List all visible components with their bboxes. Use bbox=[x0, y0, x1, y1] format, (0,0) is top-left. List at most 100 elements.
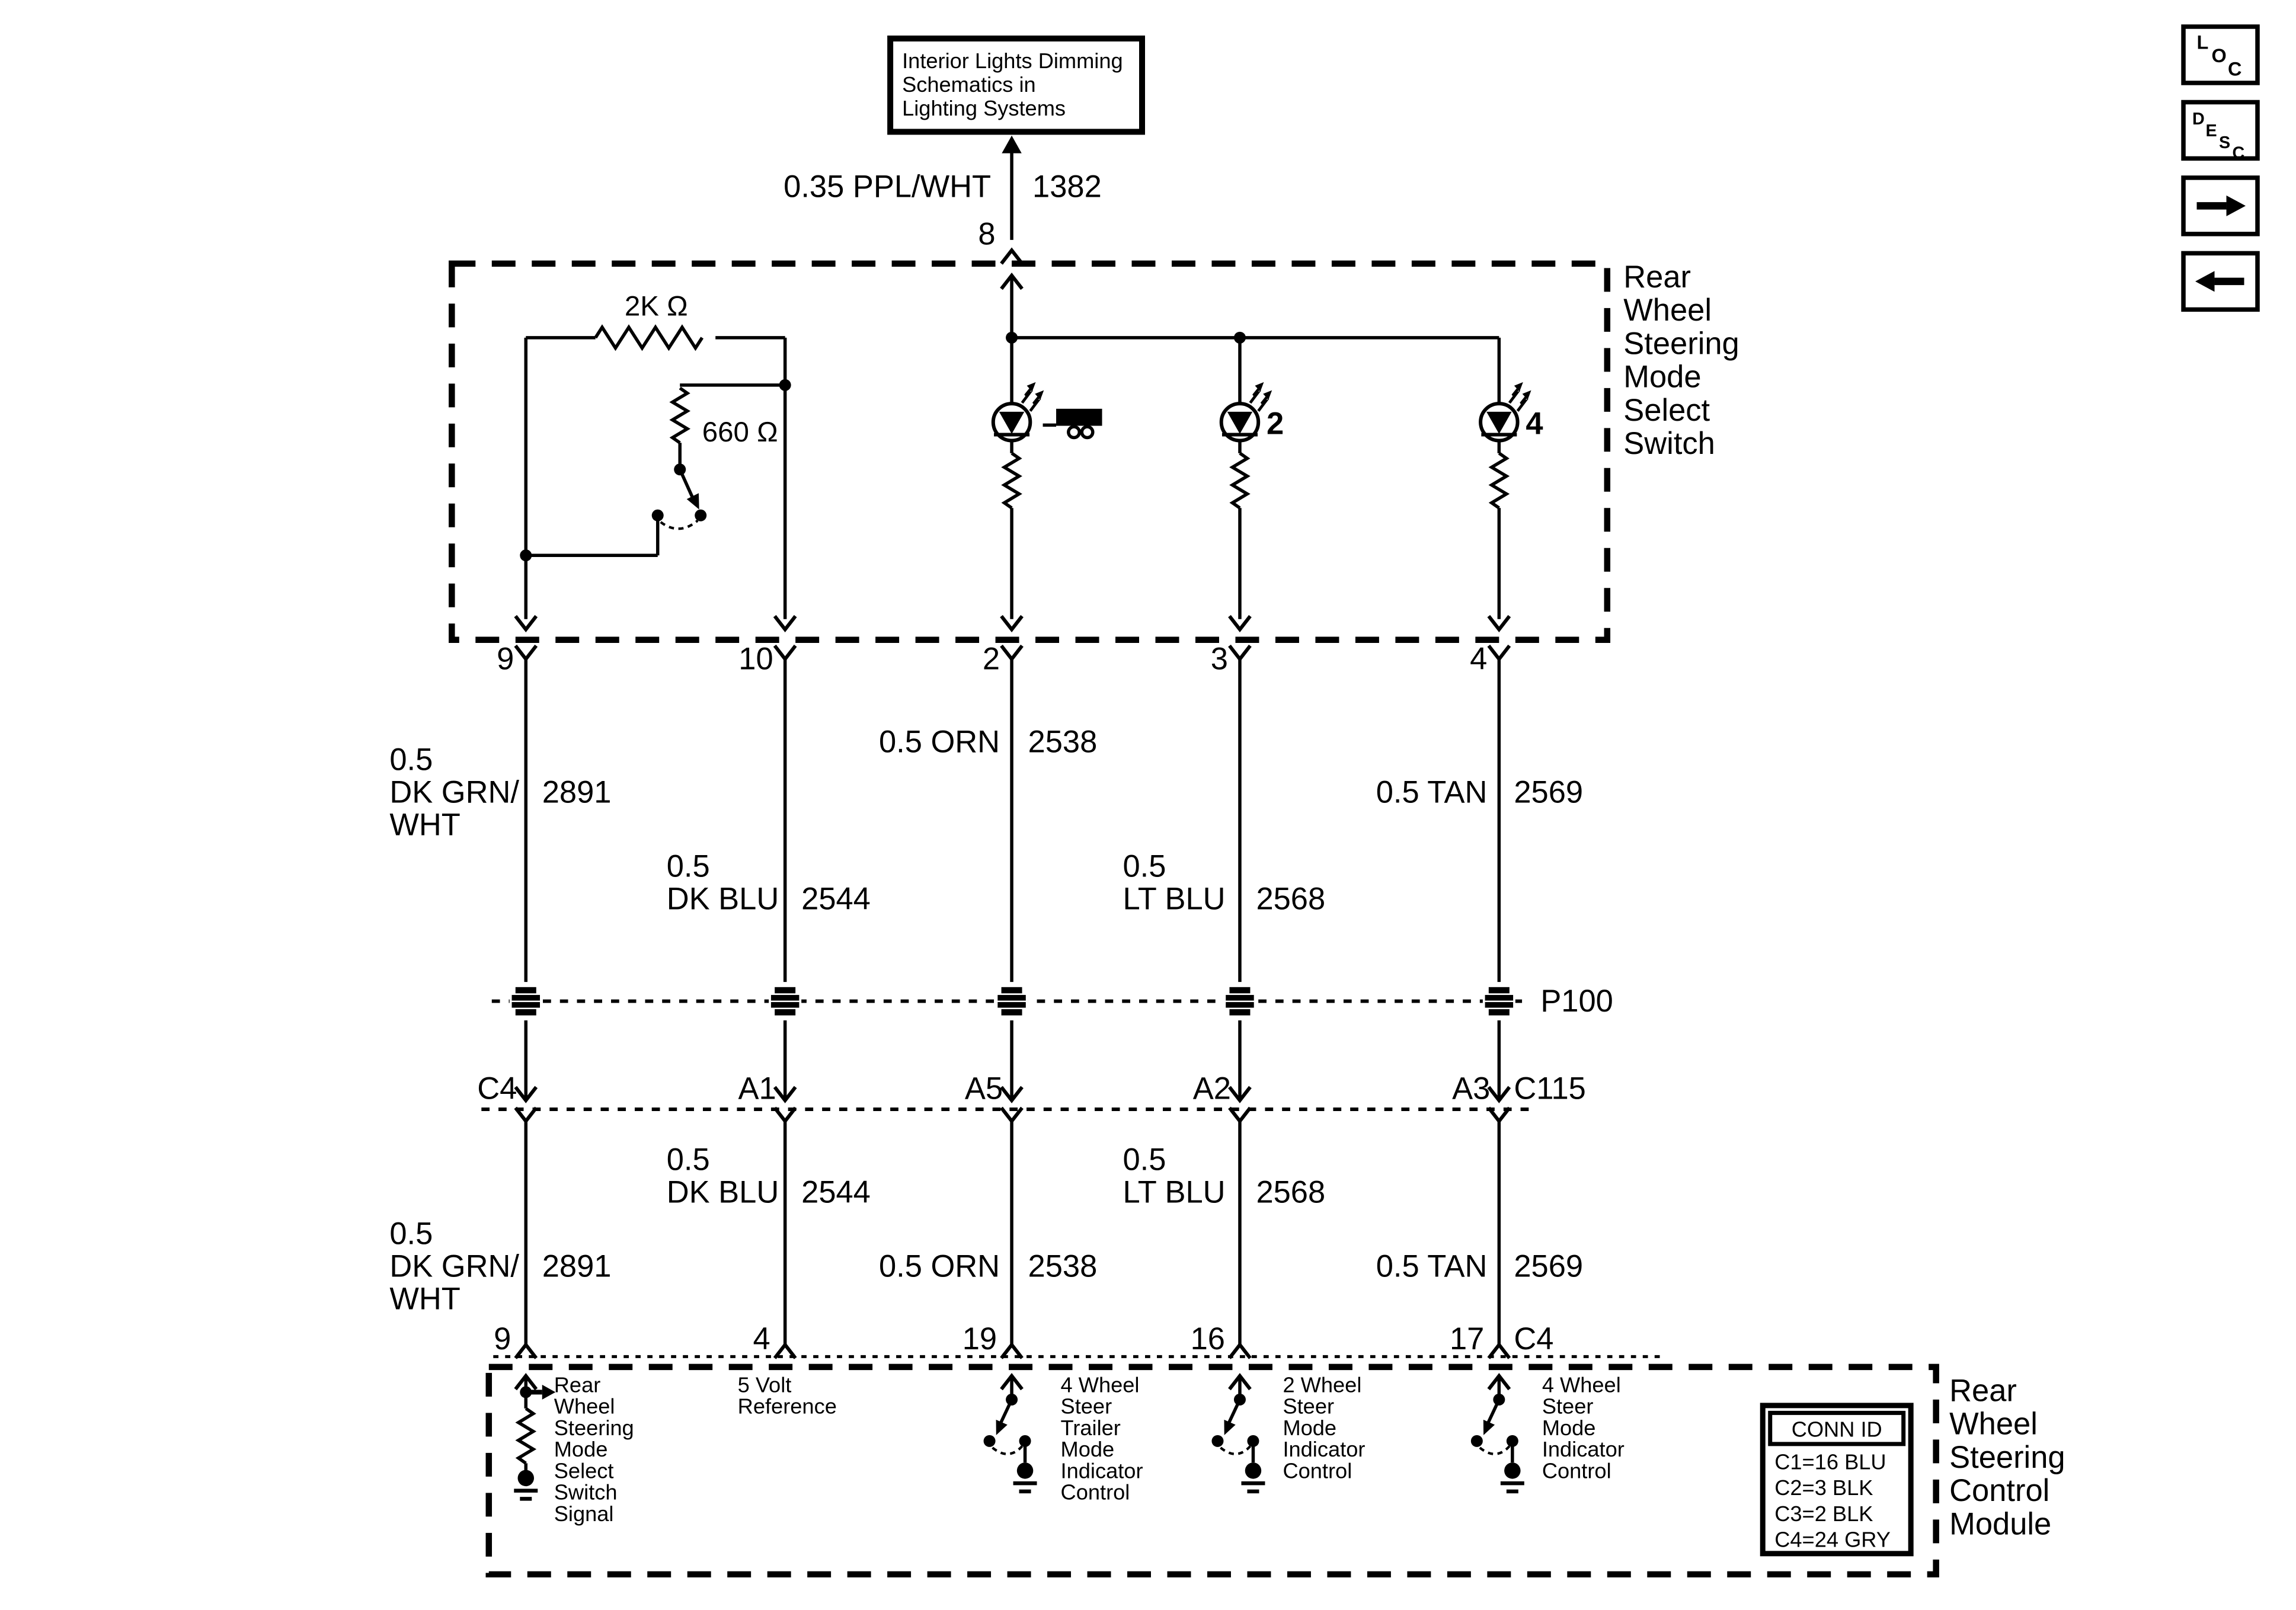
harness-wires: 0.5 DK GRN/ WHT 2891 0.5 DK BLU 2544 0.5… bbox=[389, 646, 1613, 1358]
reference-line: Schematics in bbox=[902, 72, 1036, 97]
two-wheel-indicator-driver: 2 Wheel Steer Mode Indicator Control bbox=[1211, 1372, 1365, 1491]
loc-letter: L bbox=[2197, 31, 2209, 53]
ground-icon bbox=[514, 1470, 538, 1499]
inline-connector-icon bbox=[995, 986, 1028, 1016]
module-title-line: Control bbox=[1949, 1473, 2049, 1508]
module-fn-label: Mode bbox=[1542, 1416, 1596, 1440]
pin-number: 4 bbox=[753, 1321, 770, 1356]
wire-label: 0.5 bbox=[1123, 1142, 1166, 1177]
circuit-number: 2544 bbox=[801, 882, 871, 917]
reference-line: Interior Lights Dimming bbox=[902, 49, 1123, 73]
conn-id-row: C1=16 BLU bbox=[1774, 1449, 1886, 1474]
module-fn-label: Mode bbox=[1061, 1437, 1115, 1461]
module-fn-label: Reference bbox=[738, 1394, 837, 1419]
driver-switch-icon bbox=[984, 1394, 1037, 1491]
up-arrowhead-icon bbox=[1002, 135, 1022, 153]
module-fn-label: Indicator bbox=[1061, 1458, 1143, 1483]
circuit-number: 2569 bbox=[1514, 1249, 1583, 1283]
desc-letter: E bbox=[2206, 121, 2217, 140]
resistor-660-value: 660 Ω bbox=[702, 417, 778, 448]
reference-link-box[interactable]: Interior Lights Dimming Schematics in Li… bbox=[887, 35, 1146, 135]
desc-letter: C bbox=[2233, 143, 2245, 162]
led-2-label: 2 bbox=[1267, 406, 1284, 441]
right-arrow-icon bbox=[2196, 195, 2246, 216]
upper-wire-labels: 0.5 DK GRN/ WHT 2891 0.5 DK BLU 2544 0.5… bbox=[389, 725, 1583, 917]
wire-label: LT BLU bbox=[1123, 1174, 1226, 1209]
module-fn-label: Switch bbox=[554, 1480, 618, 1505]
module-fn-label: 4 Wheel bbox=[1061, 1372, 1140, 1397]
cavity-label: C4 bbox=[477, 1071, 517, 1106]
switch-pin-row: 9 10 2 3 4 bbox=[497, 642, 1487, 677]
wire-label: 0.5 bbox=[667, 1142, 710, 1177]
module-fn-label: Mode bbox=[1283, 1416, 1336, 1440]
circuit-number: 2568 bbox=[1256, 882, 1325, 917]
desc-letter: S bbox=[2219, 133, 2230, 152]
wire-label: 0.5 ORN bbox=[879, 1249, 1000, 1283]
wire-label: 0.5 bbox=[1123, 849, 1166, 884]
module-connector-label: C4 bbox=[1514, 1321, 1553, 1356]
resistor-660-switch: 660 Ω bbox=[526, 383, 785, 558]
feed-circuit-number: 1382 bbox=[1032, 169, 1102, 204]
trailer-mode-led-branch bbox=[993, 337, 1102, 629]
c115-connector-row: C4 A1 A5 A2 A3 C115 bbox=[477, 1071, 1586, 1112]
conn-id-row: C2=3 BLK bbox=[1774, 1475, 1873, 1500]
module-fn-label: Steer bbox=[1283, 1394, 1334, 1419]
cavity-label: A2 bbox=[1193, 1071, 1231, 1106]
left-arrow-icon bbox=[2195, 271, 2244, 292]
module-fn-label: Trailer bbox=[1061, 1416, 1121, 1440]
conn-id-row: C4=24 GRY bbox=[1774, 1528, 1891, 1552]
wire-label: 0.5 TAN bbox=[1376, 775, 1488, 810]
module-fn-label: Indicator bbox=[1542, 1437, 1625, 1461]
driver-switch-icon bbox=[1211, 1394, 1265, 1491]
module-fn-label: Steer bbox=[1542, 1394, 1594, 1419]
pin-number: 19 bbox=[962, 1321, 997, 1356]
led-icon bbox=[993, 382, 1044, 441]
pin-number: 9 bbox=[494, 1321, 511, 1356]
cavity-label: A3 bbox=[1452, 1071, 1490, 1106]
switch-title-line: Wheel bbox=[1623, 293, 1712, 328]
loc-button[interactable]: L O C bbox=[2181, 24, 2260, 85]
module-pin-row: 9 4 19 16 17 C4 bbox=[493, 1321, 1667, 1358]
trailer-icon bbox=[1043, 408, 1102, 440]
reference-line: Lighting Systems bbox=[902, 96, 1066, 120]
resistor-2k: 2K Ω bbox=[526, 290, 785, 348]
lower-wire-labels: 0.5 DK BLU 2544 0.5 LT BLU 2568 0.5 DK G… bbox=[389, 1142, 1583, 1316]
back-button[interactable] bbox=[2181, 251, 2260, 312]
feed-wire: 0.35 PPL/WHT 1382 8 bbox=[784, 135, 1102, 264]
module-fn-label: Indicator bbox=[1283, 1437, 1365, 1461]
module-fn-label: Wheel bbox=[554, 1394, 615, 1419]
module-fn-label: Mode bbox=[554, 1437, 608, 1461]
wire-label: DK GRN/ bbox=[389, 775, 519, 810]
wire-col4 bbox=[1229, 646, 1250, 1358]
steering-control-module-box: Rear Wheel Steering Control Module Rear … bbox=[485, 1363, 2065, 1578]
circuit-number: 2568 bbox=[1256, 1174, 1325, 1209]
feed-wire-label: 0.35 PPL/WHT bbox=[784, 169, 991, 204]
next-button[interactable] bbox=[2181, 175, 2260, 236]
wire-label: LT BLU bbox=[1123, 882, 1226, 917]
p100-label: P100 bbox=[1540, 984, 1613, 1019]
circuit-number: 2544 bbox=[801, 1174, 871, 1209]
cavity-label: A1 bbox=[738, 1071, 776, 1106]
wire-label: WHT bbox=[389, 1281, 460, 1316]
desc-letter: D bbox=[2192, 110, 2205, 129]
wire-label: 0.5 bbox=[667, 849, 710, 884]
conn-id-title: CONN ID bbox=[1792, 1417, 1882, 1441]
module-title-line: Steering bbox=[1949, 1440, 2065, 1475]
circuit-number: 2538 bbox=[1028, 1249, 1098, 1283]
module-fn-label: Control bbox=[1283, 1458, 1352, 1483]
module-fn-label: 4 Wheel bbox=[1542, 1372, 1621, 1397]
driver-switch-icon bbox=[1471, 1394, 1524, 1491]
circuit-number: 2538 bbox=[1028, 725, 1098, 760]
pin-number: 17 bbox=[1450, 1321, 1484, 1356]
module-fn-label: Select bbox=[554, 1458, 614, 1483]
desc-button[interactable]: D E S C bbox=[2181, 100, 2260, 162]
module-fn-label: Rear bbox=[554, 1372, 601, 1397]
wire-label: 0.5 bbox=[389, 1216, 433, 1251]
wire-label: DK BLU bbox=[667, 882, 779, 917]
led-icon bbox=[1480, 382, 1531, 441]
module-fn-label: Control bbox=[1542, 1458, 1611, 1483]
p100-connector-row: P100 bbox=[491, 984, 1613, 1019]
module-fn-label: 5 Volt bbox=[738, 1372, 792, 1397]
